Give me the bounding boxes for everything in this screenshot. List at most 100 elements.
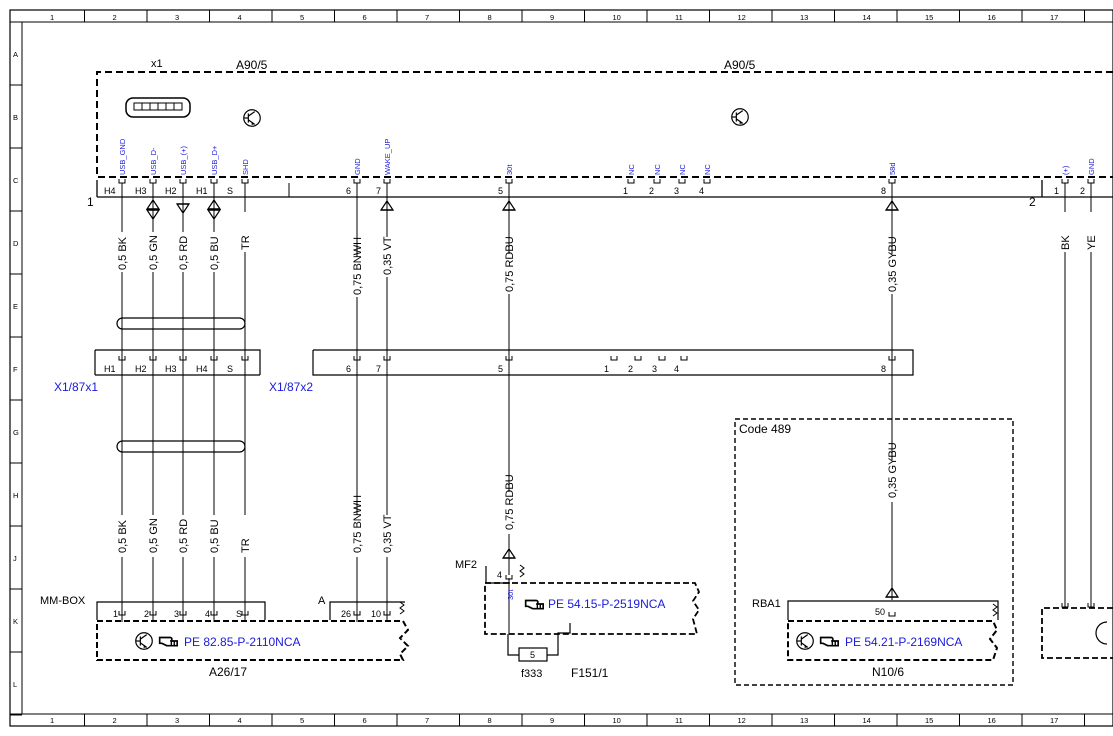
fuse-name: f333 [521, 668, 542, 680]
transistor-icon [796, 632, 814, 650]
n10-label: RBA1 [752, 598, 781, 610]
grid-column-label: 3 [175, 716, 179, 725]
connector-x1-87x1: X1/87x1 [54, 349, 261, 394]
wire-label: 0,75 RDBU [504, 474, 516, 530]
signal-label: NC [703, 164, 712, 175]
n10-name: N10/6 [872, 665, 904, 679]
usb-socket-icon [125, 97, 191, 118]
grid-column-label: 15 [925, 13, 933, 22]
pin-label: 3 [652, 364, 657, 374]
grid-column-label: 5 [300, 716, 304, 725]
wire-label: 0,75 BNWH [352, 495, 364, 553]
grid-column-label: 15 [925, 716, 933, 725]
pin-label: 6 [346, 364, 351, 374]
grid-column-label: 13 [800, 716, 808, 725]
wire-label: 0,5 BK [117, 519, 129, 553]
wire-label: 0,5 BK [117, 236, 129, 270]
grid-column-label: 9 [550, 13, 554, 22]
pin-label: H1 [104, 364, 116, 374]
wire-label: 0,5 GN [148, 518, 160, 553]
wire-label: 0,5 BU [209, 519, 221, 553]
grid-column-label: 17 [1050, 716, 1058, 725]
grid-column-label: 11 [675, 716, 683, 725]
right-component-partial [1041, 607, 1113, 659]
grid-row-label: C [13, 176, 19, 185]
grid-column-label: 10 [613, 13, 621, 22]
wire-label: TR [240, 538, 252, 553]
signal-label: WAKE_UP [383, 139, 392, 175]
reference-hand-icon [524, 599, 545, 610]
grid-column-label: 11 [675, 13, 683, 22]
transistor-icon [243, 109, 261, 127]
reference-hand-icon [158, 636, 179, 647]
wires [121, 183, 1092, 634]
pin-label: S [227, 186, 233, 196]
grid-column-label: 1 [50, 716, 54, 725]
mmbox-label: MM-BOX [40, 595, 86, 607]
n10-pin: 50 [875, 607, 885, 617]
grid-row-label: B [13, 113, 18, 122]
pin-label: 1 [113, 609, 118, 619]
f151-signal: 30t [506, 589, 515, 600]
grid-row-label: L [13, 680, 17, 689]
pin-label: 6 [346, 186, 351, 196]
mmbox-reference: PE 82.85-P-2110NCA [184, 635, 301, 649]
wire-label: 0,5 GN [148, 235, 160, 270]
grid-column-label: 4 [238, 13, 242, 22]
pin-label: 26 [341, 609, 351, 619]
grid-column-label: 7 [425, 13, 429, 22]
grid-column-label: 13 [800, 13, 808, 22]
pin-label: 2 [649, 186, 654, 196]
connector-x1-name: X1/87x1 [54, 380, 98, 394]
pin-label: 4 [674, 364, 679, 374]
n10-reference: PE 54.21-P-2169NCA [845, 635, 962, 649]
signal-label: USB_(+) [179, 146, 188, 175]
grid-row-label: H [13, 491, 18, 500]
grid-column-label: 5 [300, 13, 304, 22]
connector-x1-87x2: X1/87x2 [269, 349, 914, 394]
pin-label: 2 [628, 364, 633, 374]
mmbox-a-label: A [318, 595, 326, 607]
code-box-label: Code 489 [739, 422, 791, 436]
code-489-box [734, 418, 1014, 686]
grid-column-label: 10 [613, 716, 621, 725]
pin-label: S [236, 609, 242, 619]
pin-label: 8 [881, 364, 886, 374]
pin-label: 7 [376, 186, 381, 196]
grid-row-label: E [13, 302, 18, 311]
fuse-icon [518, 647, 548, 662]
grid-column-label: 14 [863, 716, 871, 725]
f151-name: F151/1 [571, 666, 609, 680]
wire-label: 0,75 RDBU [504, 236, 516, 292]
wire-label: 0,35 GYBU [887, 236, 899, 292]
pin-label: S [227, 364, 233, 374]
pin-label: 7 [376, 364, 381, 374]
wire-label: 0,75 BNWH [352, 237, 364, 295]
grid-column-label: 1 [50, 13, 54, 22]
grid-row-label: J [13, 554, 17, 563]
pin-label: 1 [1054, 186, 1059, 196]
f151-pin: 4 [497, 570, 502, 580]
grid-row-label: G [13, 428, 19, 437]
reference-hand-icon [819, 636, 840, 647]
pin-label: H2 [165, 186, 177, 196]
signal-label: 30t [505, 164, 514, 175]
signal-label: USB_GND [118, 138, 127, 175]
grid-column-label: 3 [175, 13, 179, 22]
pin-label: 1 [604, 364, 609, 374]
pin-label: 1 [623, 186, 628, 196]
grid-column-label: 4 [238, 716, 242, 725]
wire-label: 0,35 VT [382, 236, 394, 275]
f151-label: MF2 [455, 559, 477, 571]
wire-label: 0,35 VT [382, 514, 394, 553]
grid-column-label: 12 [738, 13, 746, 22]
pin-label: H3 [135, 186, 147, 196]
pin-label: 3 [674, 186, 679, 196]
grid-column-label: 2 [113, 716, 117, 725]
mm-box-component: MM-BOX A PE 82.85-P-2110NCA A26/17 [40, 595, 410, 679]
connector-x2-name: X1/87x2 [269, 380, 313, 394]
pin-label: 4 [205, 609, 210, 619]
signal-label: NC [653, 164, 662, 175]
grid-column-label: 9 [550, 716, 554, 725]
